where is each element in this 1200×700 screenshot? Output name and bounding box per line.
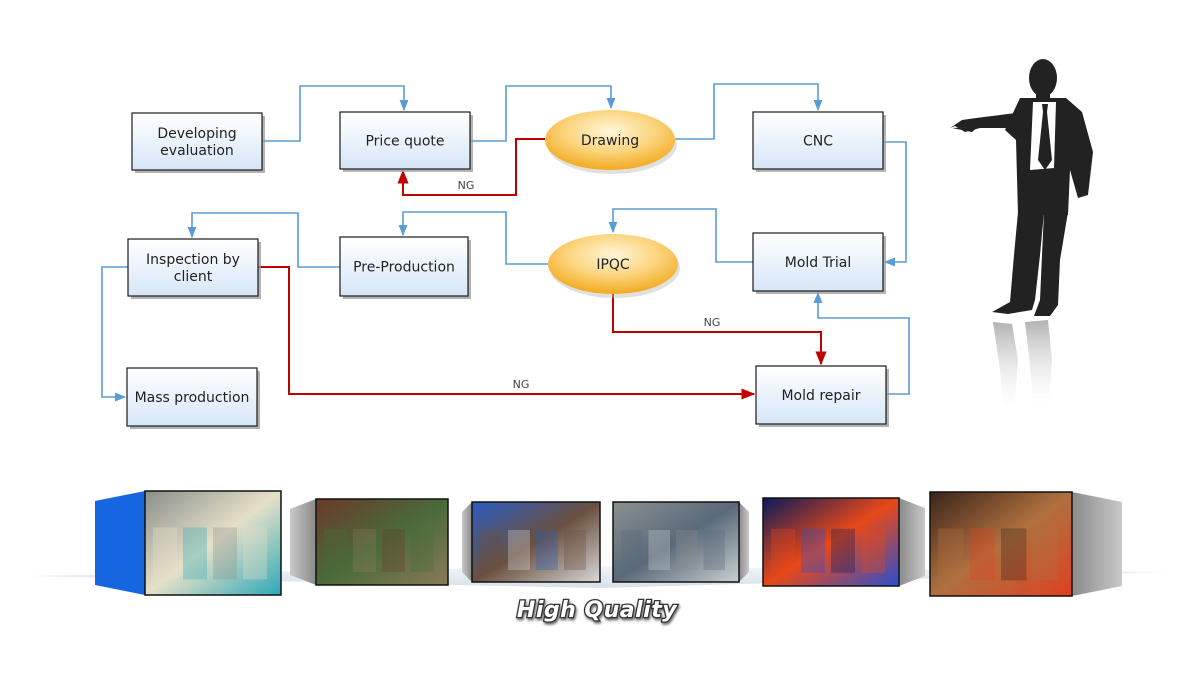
businessman-silhouette-icon [950,59,1093,418]
photo-detail [324,529,434,573]
frame-side-panel [1072,492,1122,596]
flow-arrow [398,211,548,265]
node-label: Pre-Production [353,260,455,276]
frame-side-panel [462,502,472,582]
photo-factory-floor[interactable] [95,490,282,596]
node-mold-trial[interactable]: Mold Trial [752,232,886,294]
ng-arrow [397,138,545,196]
node-price-quote[interactable]: Price quote [339,111,473,172]
frame-side-panel [290,499,316,585]
connector-developing-to-price-quote [262,85,409,142]
flow-arrow [675,83,823,140]
photo-cutting-sparks[interactable] [929,491,1122,597]
connector-mold-trial-to-ipqc [608,208,753,263]
ng-label: NG [704,316,721,329]
photo-detail [153,527,267,580]
node-label: Mass production [135,390,250,406]
photo-mold-storage[interactable] [462,501,601,583]
photo-image [762,497,900,587]
node-label: Price quote [365,134,444,150]
decision-ellipse [545,110,675,170]
photo-detail [621,530,725,570]
gallery-caption: High Quality [517,598,678,623]
connector-cnc-to-mold-trial [883,141,907,267]
node-label: Mold repair [781,388,860,404]
photo-image [315,498,449,586]
flow-arrow [470,85,616,142]
decision-ellipse [548,234,678,294]
node-cnc[interactable]: CNC [752,111,886,172]
photo-image [612,501,740,583]
flow-arrow [187,212,340,268]
flow-arrow [608,208,753,263]
photo-edm-machine[interactable] [612,501,749,583]
process-box [126,367,258,427]
connector-inspection-to-mass-production [101,266,128,402]
process-box [752,111,884,170]
connectors-layer: NG NG NG [101,83,910,402]
flow-arrow [813,291,910,395]
photo-machining-parts[interactable] [290,498,449,586]
photo-detail [480,530,586,570]
process-box [339,111,471,170]
frame-side-panel [739,502,749,582]
flow-arrow [262,85,409,142]
node-mass-production[interactable]: Mass production [126,367,260,429]
flow-arrow [101,266,128,402]
node-ipqc[interactable]: IPQC [548,234,680,298]
flow-arrow [883,141,907,267]
frame-side-panel [899,498,925,586]
connector-ipqc-to-pre-production [398,211,548,265]
connector-drawing-to-cnc [675,83,823,140]
node-label: client [174,269,213,285]
process-box [755,365,887,425]
connector-inspection-to-mold-repair: NG [258,266,756,400]
photo-detail [938,528,1058,581]
ng-arrow [258,266,756,400]
node-label: Drawing [581,133,639,149]
connector-price-quote-to-drawing [470,85,616,142]
node-label: CNC [803,134,833,150]
photo-image [144,490,282,596]
node-mold-repair[interactable]: Mold repair [755,365,889,427]
process-box [752,232,884,292]
connector-drawing-to-price-quote: NG [397,138,545,196]
photo-image [471,501,601,583]
node-label: Mold Trial [785,255,851,271]
ng-label: NG [513,378,530,391]
photo-detail [771,528,885,573]
process-box [339,236,469,297]
process-box [131,112,263,171]
ng-label: NG [458,179,475,192]
photo-gallery [28,490,1170,597]
node-label: Inspection by [146,252,240,268]
process-box [127,238,259,297]
ng-arrow [612,294,827,366]
node-pre-production[interactable]: Pre-Production [339,236,471,299]
connector-ipqc-to-mold-repair: NG [612,294,827,366]
connector-pre-production-to-inspection [187,212,340,268]
node-label: Developing [157,126,236,142]
connector-mold-repair-to-mold-trial [813,291,910,395]
node-label: evaluation [160,143,234,159]
photo-cad-model[interactable] [762,497,925,587]
node-drawing[interactable]: Drawing [545,110,677,174]
photo-image [929,491,1073,597]
frame-side-panel [95,491,145,595]
node-label: IPQC [596,257,630,273]
